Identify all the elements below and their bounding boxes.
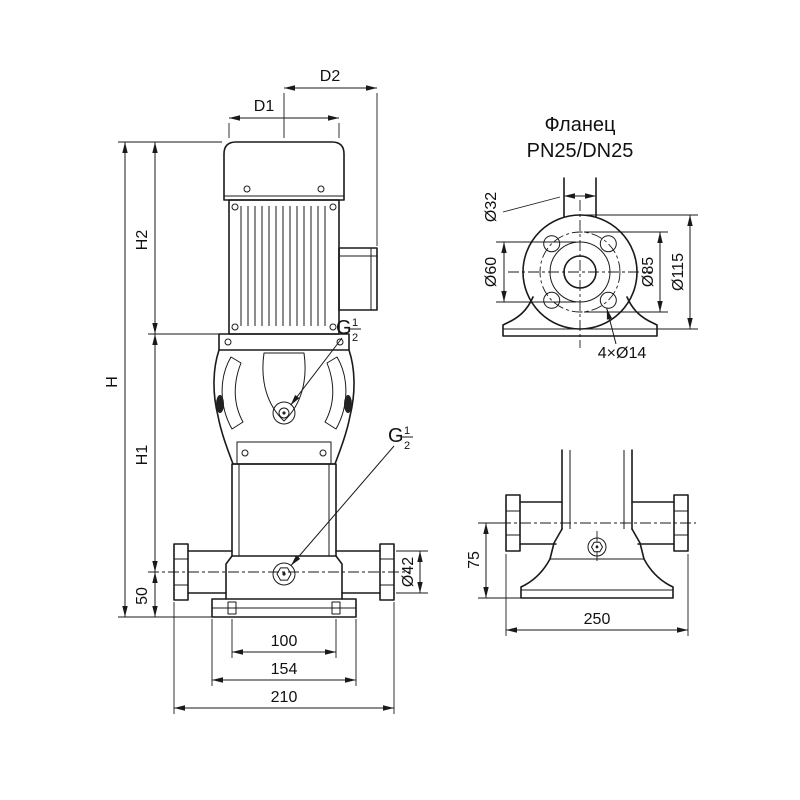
base-view-body <box>520 528 674 599</box>
dim-label-d2: D2 <box>320 68 341 85</box>
dimension-250: 250 <box>505 554 689 636</box>
motor-body <box>228 199 340 335</box>
right-bolt-slot <box>331 601 341 615</box>
bolt-circle <box>539 231 621 313</box>
right-port-flange <box>379 543 395 601</box>
dim-label-75: 75 <box>466 551 483 569</box>
raised-face-circle <box>549 241 611 303</box>
dimension-outer-115: Ø115 <box>584 214 698 330</box>
callout-g-half-bottom: G 1 2 <box>290 425 413 566</box>
left-bolt-slot <box>227 601 237 615</box>
dimension-bolt-holes: 4×Ø14 <box>598 308 647 362</box>
dimension-d2: D2 <box>283 68 378 246</box>
left-handle <box>221 356 244 430</box>
flange-dimensions: Ø32 Ø60 Ø85 Ø115 <box>483 192 698 362</box>
pump-base-body <box>148 543 410 601</box>
dimension-port-diameter: Ø42 <box>396 550 428 594</box>
flange-title-line1: Фланец <box>545 114 616 136</box>
thread-label-g: G <box>336 317 352 339</box>
top-port <box>272 401 296 425</box>
dim-label-154: 154 <box>271 661 298 678</box>
dimension-154: 154 <box>211 619 357 686</box>
adapter-flange <box>218 333 350 351</box>
dimension-h2: H2 <box>134 142 158 334</box>
base-plate <box>211 598 357 618</box>
motor-fan-cover <box>223 141 345 201</box>
bolt-hole <box>543 291 561 309</box>
dimension-h1: H1 <box>134 334 158 572</box>
dimension-100: 100 <box>231 619 337 658</box>
head-shield <box>262 352 306 422</box>
dim-label-d1: D1 <box>254 98 275 115</box>
base-view-dimensions: 75 250 <box>466 522 689 636</box>
thread-label-den: 2 <box>404 440 410 452</box>
dimension-h: H <box>104 142 128 617</box>
callout-g-half-top: G 1 2 <box>290 317 361 406</box>
right-handle <box>324 356 347 430</box>
pump-cylinder <box>231 463 337 557</box>
dimension-210: 210 <box>173 602 395 714</box>
pump-head <box>213 349 355 465</box>
pump-front-view: D2 D1 H H2 <box>104 68 428 714</box>
thread-label-num: 1 <box>404 425 410 437</box>
dimension-hub-60: Ø60 <box>483 241 576 303</box>
dim-label-85: Ø85 <box>640 257 657 287</box>
flange-title-line2: PN25/DN25 <box>527 140 634 162</box>
base-view-ports <box>505 494 689 552</box>
terminal-box <box>338 247 378 311</box>
left-vent <box>216 395 224 413</box>
dimension-base-height: 50 <box>134 572 158 617</box>
flange-view: Фланец PN25/DN25 <box>483 114 698 362</box>
dimension-pipe-32: Ø32 <box>483 192 596 222</box>
bolt-hole <box>599 235 617 253</box>
dim-label-4x14: 4×Ø14 <box>598 345 647 362</box>
dim-label-h: H <box>104 376 121 388</box>
dimension-d1: D1 <box>228 98 340 138</box>
dimension-75: 75 <box>466 522 521 599</box>
dimension-bolt-circle-85: Ø85 <box>584 231 668 313</box>
front-view-dimensions: D2 D1 H H2 <box>104 68 428 714</box>
base-view-plug <box>587 537 607 557</box>
dim-label-h2: H2 <box>134 230 151 251</box>
dim-label-h1: H1 <box>134 445 151 466</box>
bore-circle <box>563 255 597 289</box>
thread-label-num: 1 <box>352 317 358 329</box>
dim-label-32: Ø32 <box>483 192 500 222</box>
dim-label-port-diameter: Ø42 <box>400 557 417 587</box>
dim-label-250: 250 <box>584 611 611 628</box>
dim-label-50: 50 <box>134 587 151 605</box>
thread-label-g: G <box>388 425 404 447</box>
right-flange <box>673 494 689 552</box>
dim-label-115: Ø115 <box>670 253 687 291</box>
left-port-flange <box>173 543 189 601</box>
right-vent <box>344 395 352 413</box>
left-flange <box>505 494 521 552</box>
bolt-hole <box>599 291 617 309</box>
dim-label-60: Ø60 <box>483 257 500 287</box>
thread-label-den: 2 <box>352 332 358 344</box>
base-side-view: 75 250 <box>466 449 696 636</box>
dim-label-210: 210 <box>271 689 298 706</box>
flange-pipe-stub <box>563 177 597 218</box>
base-view-cylinder <box>561 449 633 530</box>
dim-label-100: 100 <box>271 633 298 650</box>
bolt-hole <box>543 235 561 253</box>
drain-plug <box>272 562 296 586</box>
nameplate <box>236 441 332 465</box>
